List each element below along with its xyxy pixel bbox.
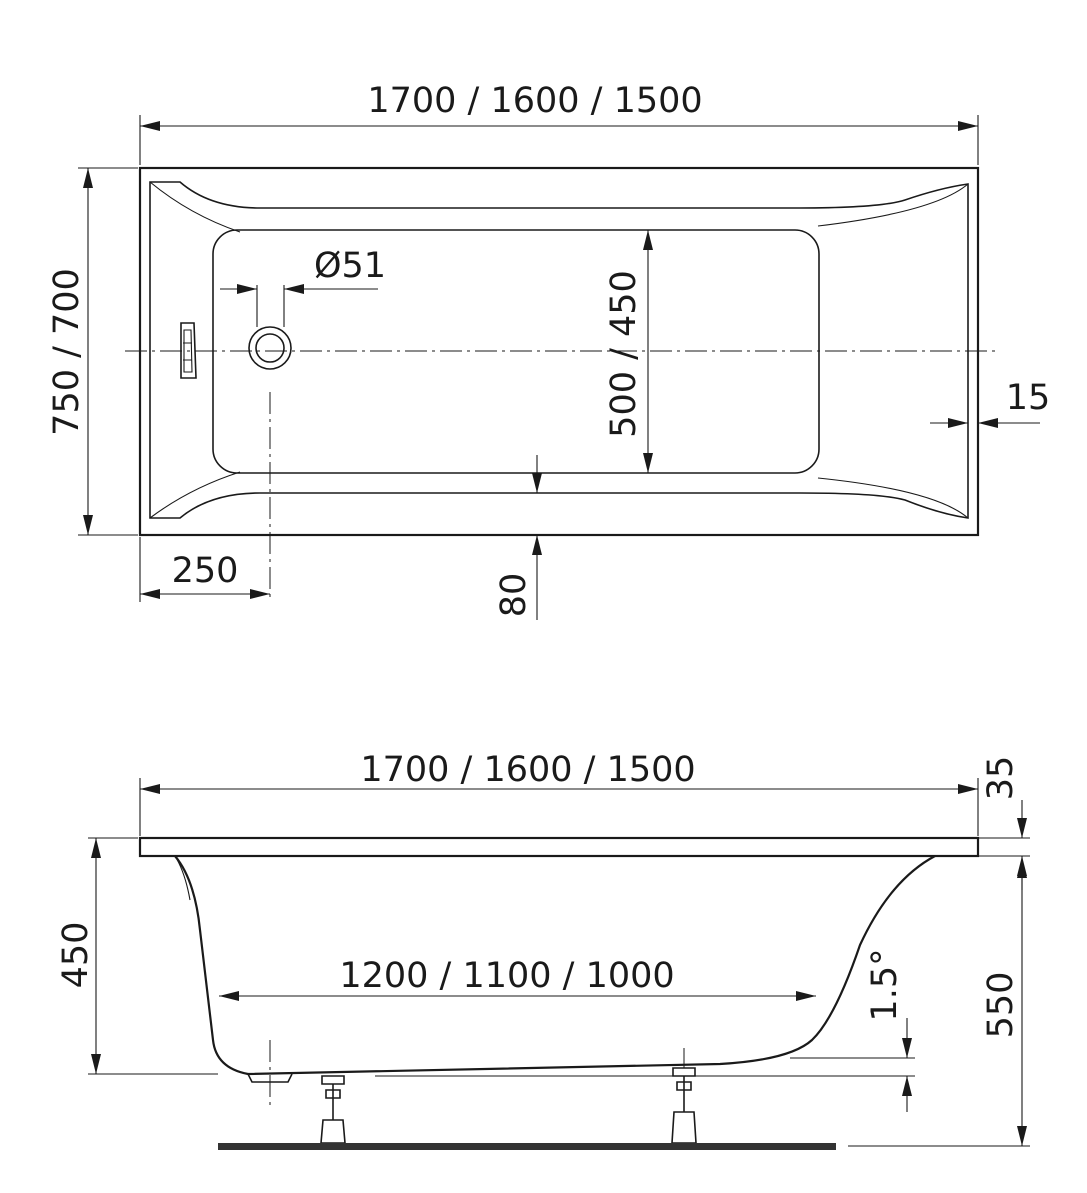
tub-inner-rim — [149, 181, 969, 519]
label-top-width: 750 / 700 — [47, 268, 87, 436]
label-depth: 450 — [56, 922, 96, 989]
tub-side-body — [174, 855, 936, 1076]
label-rim-edge: 15 — [1006, 378, 1051, 418]
leg-left — [320, 1075, 346, 1144]
label-drain-diameter: Ø51 — [314, 246, 386, 286]
overflow-icon — [180, 322, 197, 379]
label-bottom-length: 1200 / 1100 / 1000 — [339, 956, 674, 996]
label-rim-thickness: 35 — [981, 756, 1021, 801]
leg-right — [671, 1048, 697, 1144]
label-inner-width: 500 / 450 — [604, 270, 644, 438]
tub-side-rim — [138, 836, 980, 858]
drain-icon — [248, 326, 292, 370]
label-slope: 1.5° — [865, 948, 905, 1021]
floor — [218, 1143, 836, 1150]
side-view: 1700 / 1600 / 1500 35 450 1200 / 1100 / … — [56, 750, 1030, 1150]
label-top-length: 1700 / 1600 / 1500 — [367, 81, 702, 121]
label-drain-offset: 250 — [172, 551, 239, 591]
basin-corner-lines — [149, 181, 969, 519]
label-total-height: 550 — [981, 972, 1021, 1039]
label-rim-bottom: 80 — [494, 573, 534, 618]
top-view: Ø51 1700 / 1600 / 1500 750 / 700 500 / 4… — [47, 81, 1050, 620]
label-side-length: 1700 / 1600 / 1500 — [360, 750, 695, 790]
